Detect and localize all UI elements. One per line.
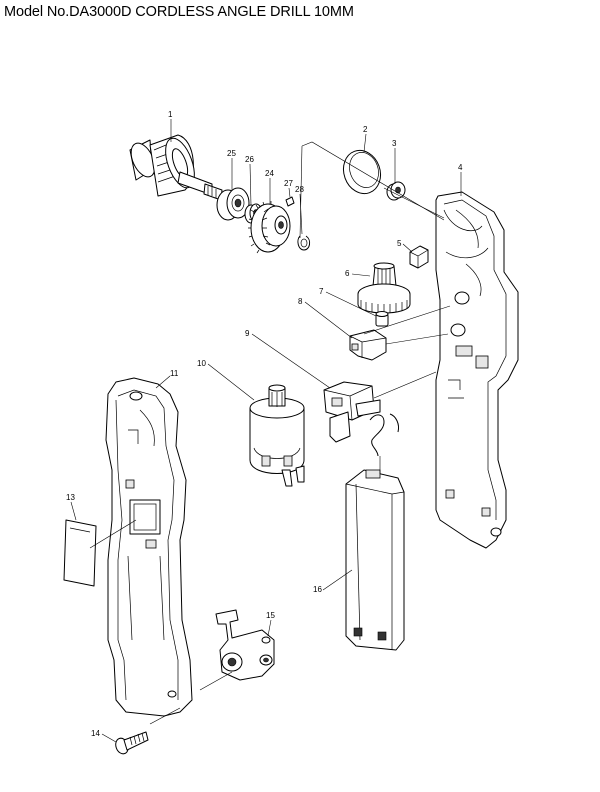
svg-text:24: 24 <box>265 169 274 178</box>
svg-text:14: 14 <box>91 729 100 738</box>
svg-text:27: 27 <box>284 179 293 188</box>
callout-27[interactable]: 27 <box>284 179 293 198</box>
part-sleeve[interactable] <box>375 311 389 327</box>
part-switch[interactable] <box>323 381 399 457</box>
callout-28[interactable]: 28 <box>295 185 304 235</box>
svg-text:3: 3 <box>392 139 397 148</box>
callout-26[interactable]: 26 <box>245 155 254 206</box>
callout-10[interactable]: 10 <box>197 359 255 401</box>
callout-5[interactable]: 5 <box>397 239 413 253</box>
svg-text:15: 15 <box>266 611 275 620</box>
callout-14[interactable]: 14 <box>91 729 117 743</box>
callout-7[interactable]: 7 <box>319 287 377 317</box>
callout-11[interactable]: 11 <box>155 369 179 389</box>
svg-text:11: 11 <box>170 369 179 378</box>
part-retaining-ring[interactable] <box>297 235 311 251</box>
part-housing-right[interactable] <box>435 191 519 549</box>
callout-2[interactable]: 2 <box>363 125 368 153</box>
part-bracket[interactable] <box>349 329 387 361</box>
part-screw[interactable] <box>114 731 149 756</box>
part-housing-left[interactable] <box>105 377 193 717</box>
svg-text:7: 7 <box>319 287 324 296</box>
callout-1[interactable]: 1 <box>168 110 173 142</box>
svg-text:5: 5 <box>397 239 402 248</box>
part-nameplate[interactable] <box>63 519 97 587</box>
part-chuck[interactable] <box>126 134 223 201</box>
svg-text:25: 25 <box>227 149 236 158</box>
part-battery[interactable] <box>345 469 405 651</box>
callout-6[interactable]: 6 <box>345 269 371 278</box>
callout-13[interactable]: 13 <box>66 493 77 521</box>
part-cap[interactable] <box>338 145 387 199</box>
part-spur-gear[interactable] <box>357 262 411 314</box>
svg-text:8: 8 <box>298 297 303 306</box>
callout-3[interactable]: 3 <box>392 139 397 184</box>
callout-25[interactable]: 25 <box>227 149 236 190</box>
svg-text:26: 26 <box>245 155 254 164</box>
callout-24[interactable]: 24 <box>265 169 274 204</box>
svg-text:28: 28 <box>295 185 304 194</box>
callout-4[interactable]: 4 <box>458 163 463 196</box>
assembly-lines <box>89 141 451 725</box>
part-bevel-gear[interactable] <box>248 201 291 254</box>
svg-text:13: 13 <box>66 493 75 502</box>
part-ball-bearing[interactable] <box>216 187 250 221</box>
svg-text:6: 6 <box>345 269 350 278</box>
part-motor[interactable] <box>249 384 305 487</box>
part-key[interactable] <box>285 196 295 207</box>
part-lever[interactable] <box>409 245 429 269</box>
part-small-bearing[interactable] <box>386 181 406 201</box>
svg-text:2: 2 <box>363 125 368 134</box>
svg-text:4: 4 <box>458 163 463 172</box>
callout-8[interactable]: 8 <box>298 297 353 339</box>
svg-text:1: 1 <box>168 110 173 119</box>
callout-9[interactable]: 9 <box>245 329 331 389</box>
svg-text:9: 9 <box>245 329 250 338</box>
callout-15[interactable]: 15 <box>266 611 275 637</box>
svg-text:16: 16 <box>313 585 322 594</box>
svg-text:10: 10 <box>197 359 206 368</box>
callout-16[interactable]: 16 <box>313 569 353 594</box>
part-terminal[interactable] <box>215 609 275 681</box>
diagram-title: Model No.DA3000D CORDLESS ANGLE DRILL 10… <box>4 4 354 20</box>
